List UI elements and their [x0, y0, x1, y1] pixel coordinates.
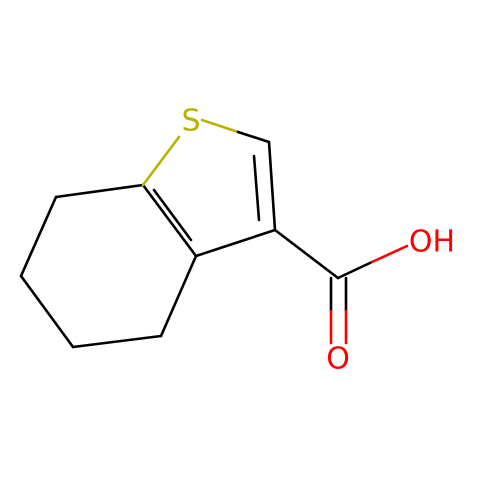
thiophene-bond-s-c2 — [200, 118, 240, 134]
thiophene-double-bond-inner — [252, 154, 261, 222]
ring-bond-c6-c5 — [19, 274, 75, 349]
hydroxyl-atom-label: OH — [409, 225, 455, 260]
thiophene-bond-s-c2-part — [236, 130, 271, 144]
ring-bond-c7-c6 — [19, 195, 58, 278]
ring-bond-c5-c4 — [71, 334, 163, 349]
thiophene-bond-c3-c3a — [194, 228, 277, 258]
carbonyl-oxygen-atom-label: O — [326, 342, 350, 377]
bond-carboxyl-c-oh — [336, 260, 374, 280]
bond-c3-carboxyl-carbon — [273, 228, 340, 280]
bond-carboxyl-c-oh-part — [370, 244, 409, 264]
thiophene-bond-s-c7a — [141, 135, 181, 187]
ring-fusion-double-bond-inner — [152, 188, 193, 242]
ring-bond-c7a-c7 — [54, 183, 145, 199]
ring-bond-c4-c3a — [159, 254, 198, 338]
sulfur-atom-label: S — [181, 104, 200, 139]
thiophene-bond-c2-c3 — [267, 140, 277, 232]
ring-fusion-bond — [141, 183, 198, 258]
